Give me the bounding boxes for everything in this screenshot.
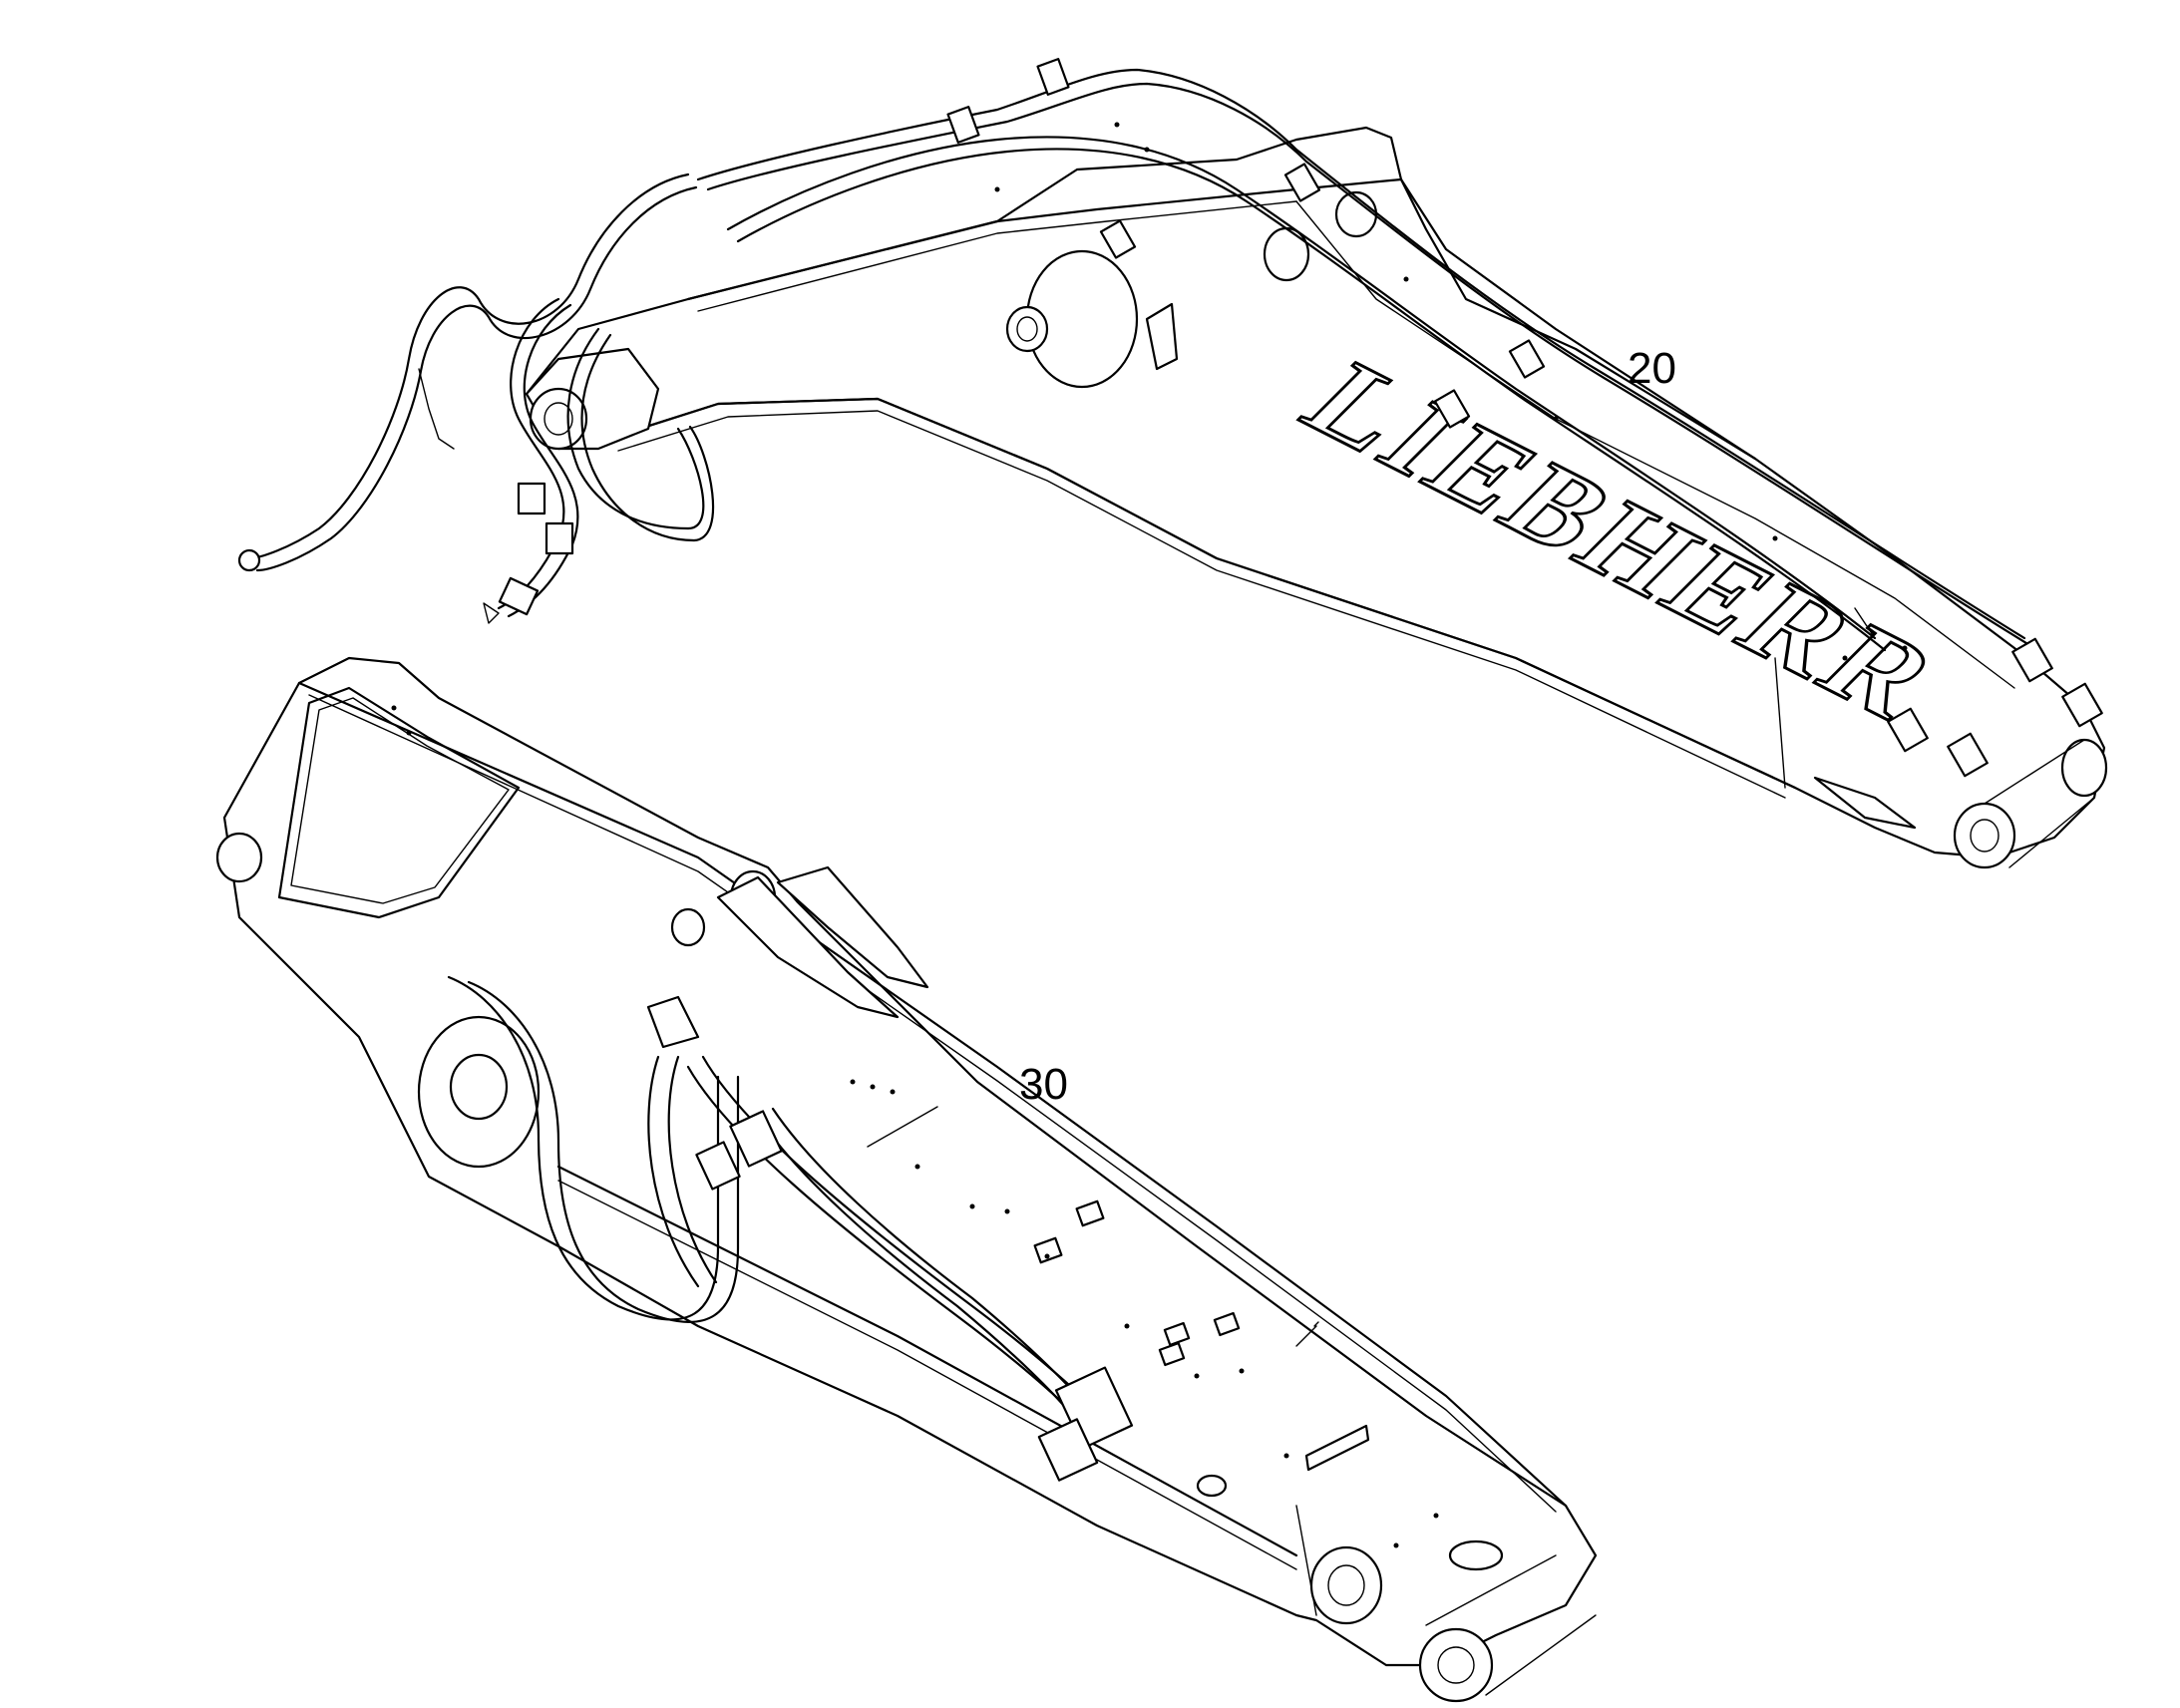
tip-pivot (1953, 802, 2016, 869)
name-plate (1304, 1424, 1370, 1472)
hose-clamp (1036, 58, 1070, 96)
callout-20: 20 (1628, 344, 1676, 393)
stick-pin-bore (1263, 226, 1310, 282)
coupling (517, 482, 546, 515)
cylinder-bracket (716, 875, 900, 1019)
boom-foot-bore (215, 832, 263, 883)
boom-body (222, 656, 1598, 1667)
boom-assembly-30 (215, 656, 1598, 1703)
grease-plate (1448, 1539, 1504, 1571)
stick-body (525, 126, 2106, 859)
hose-fitting (729, 1110, 783, 1168)
boom-tip-pin (1418, 1627, 1494, 1703)
boom-tip-bore (1309, 1545, 1383, 1625)
boss-pin (1005, 305, 1049, 353)
callout-30: 30 (1019, 1060, 1068, 1109)
hose-end-fitting (237, 548, 261, 572)
